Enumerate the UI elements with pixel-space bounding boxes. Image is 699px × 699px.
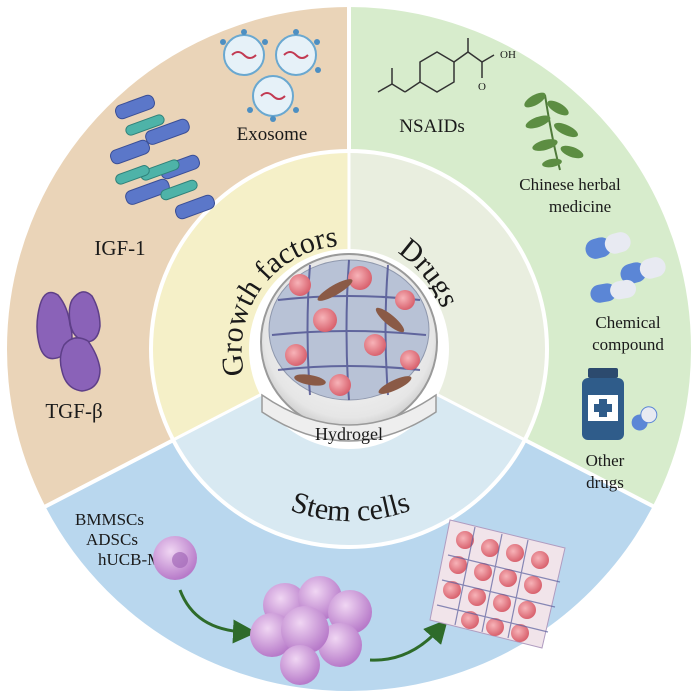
nsaids-label: NSAIDs xyxy=(399,116,464,137)
chinese-herbal-label-line2: medicine xyxy=(549,197,611,216)
nsaids-oh-label: OH xyxy=(500,49,516,61)
single-stem-cell-icon xyxy=(153,536,197,580)
chemical-label-line2: compound xyxy=(592,335,664,354)
exosome-label: Exosome xyxy=(237,124,308,145)
hydrogel-cells xyxy=(285,266,420,396)
stem-cell-cluster-icon xyxy=(250,576,372,685)
chinese-herbal-label-line1: Chinese herbal xyxy=(519,175,621,194)
exosome-icon xyxy=(220,29,321,122)
tgfb-label: TGF-β xyxy=(45,399,102,423)
nsaids-structure-icon xyxy=(377,38,495,93)
stem-cell-type-bmmscs: BMMSCs xyxy=(75,510,144,529)
proliferation-arrow xyxy=(178,589,257,644)
hydrogel-label: Hydrogel xyxy=(315,424,383,444)
tissue-icon xyxy=(429,519,566,649)
differentiation-arrow xyxy=(369,619,448,662)
tgfb-protein-icon xyxy=(36,291,101,392)
stem-cell-type-adscs: ADSCs xyxy=(86,530,138,549)
nsaids-o-label: O xyxy=(478,81,486,93)
medicine-bottle-icon xyxy=(582,368,624,440)
igf1-label: IGF-1 xyxy=(94,236,145,260)
hydrogel-dish: Hydrogel xyxy=(249,249,449,449)
inner-ring xyxy=(149,149,549,549)
other-drugs-label-line1: Other xyxy=(586,451,625,470)
pill-icon xyxy=(631,406,658,431)
herb-icon xyxy=(524,92,584,171)
igf1-protein-icon xyxy=(110,94,215,220)
capsules-icon xyxy=(585,232,666,303)
chemical-label-line1: Chemical xyxy=(595,313,660,332)
other-drugs-label-line2: drugs xyxy=(586,473,624,492)
